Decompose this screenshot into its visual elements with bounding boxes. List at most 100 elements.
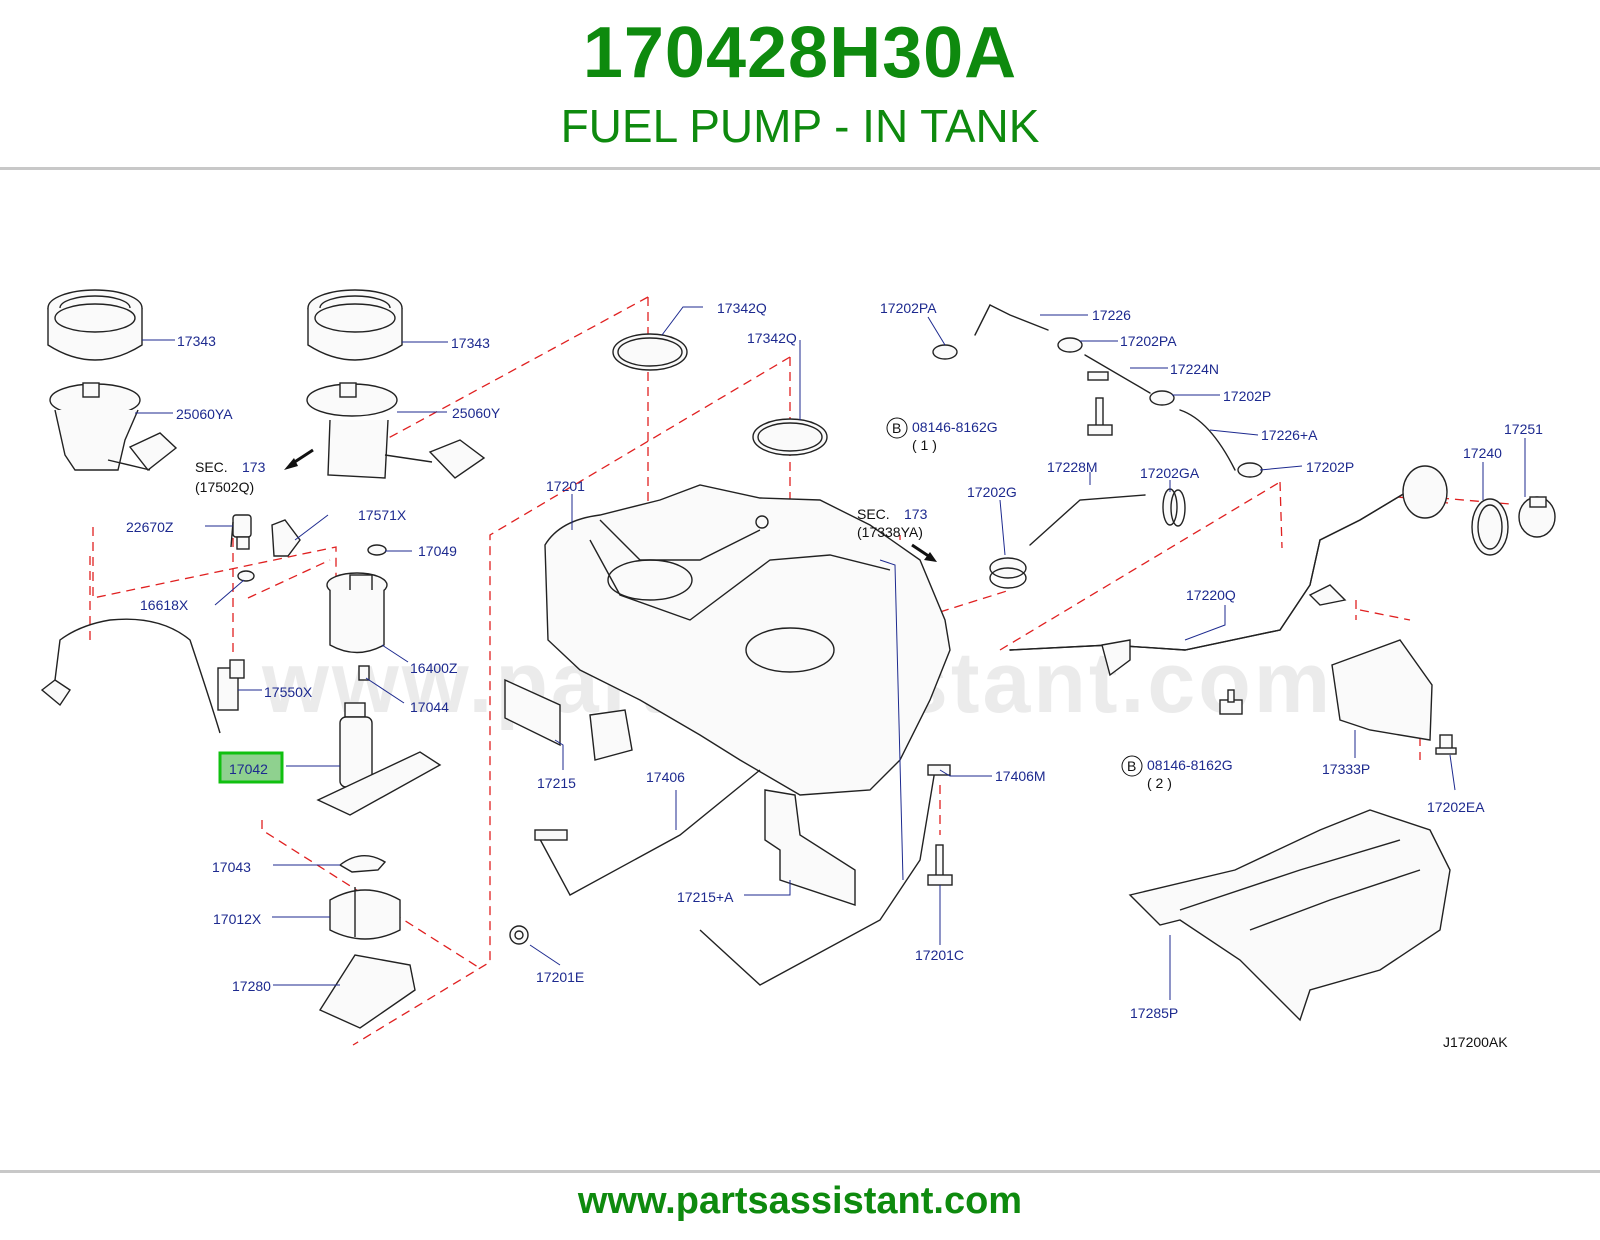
label-22670z: 22670Z [126, 519, 174, 535]
website-url: www.partsassistant.com [577, 1180, 1023, 1222]
vent-hose-17226 [974, 304, 1049, 336]
fuel-pump-17042 [316, 702, 442, 816]
tube-17224n [1084, 354, 1151, 394]
label-17215: 17215 [537, 775, 576, 791]
fuel-level-sender-left [49, 382, 178, 471]
label-17043: 17043 [212, 859, 251, 875]
clamp-17202g [989, 557, 1027, 589]
pressure-regulator [230, 514, 252, 550]
bracket-17012x [329, 887, 401, 940]
label-25060ya: 25060YA [176, 406, 233, 422]
clamp-17202p-a [1149, 390, 1175, 406]
sec-ref-1: (17502Q) [195, 479, 254, 495]
label-17202ga: 17202GA [1140, 465, 1200, 481]
tank-band-17406 [534, 769, 761, 896]
label-17202pa-a: 17202PA [880, 300, 937, 316]
reservoir-17280 [318, 954, 416, 1029]
clamp-17202p-b [1237, 462, 1263, 478]
protector-17215 [504, 678, 633, 761]
footer-divider [0, 1170, 1600, 1173]
hose-17226a [1179, 409, 1236, 471]
sec-number-2: 173 [904, 506, 928, 522]
tank-band-17406m [699, 764, 951, 986]
label-bolt-1-qty: ( 1 ) [912, 437, 937, 453]
label-17049: 17049 [418, 543, 457, 559]
sec-label-2: SEC. [857, 506, 890, 522]
lock-ring-right [307, 289, 403, 361]
label-bolt-1: 08146-8162G [912, 419, 998, 435]
sec-ref-2: (17338YA) [857, 524, 923, 540]
label-16618x: 16618X [140, 597, 189, 613]
hose-17228m [1029, 494, 1146, 546]
callout-b-2-letter: B [1127, 758, 1136, 774]
label-17333p: 17333P [1322, 761, 1370, 777]
label-17042: 17042 [229, 761, 268, 777]
label-17550x: 17550X [264, 684, 313, 700]
bolt-08146-8162g-1 [1087, 371, 1113, 436]
clamp-17202pa-a [932, 344, 958, 360]
packing-17342q-lower [752, 418, 828, 456]
label-17571x: 17571X [358, 507, 407, 523]
nut-17201e [509, 925, 529, 945]
label-17012x: 17012X [213, 911, 262, 927]
heat-insulator-17285p [1128, 809, 1451, 1022]
label-17343-left: 17343 [177, 333, 216, 349]
clip-17571x [271, 519, 301, 557]
sec-number-1: 173 [242, 459, 266, 475]
bolt-17201c [927, 844, 953, 886]
clip-17202ea [1435, 734, 1457, 755]
fuel-level-sender-right [306, 382, 486, 479]
label-17202g: 17202G [967, 484, 1017, 500]
label-17220q: 17220Q [1186, 587, 1236, 603]
label-17202ea: 17202EA [1427, 799, 1485, 815]
sec-label-1: SEC. [195, 459, 228, 475]
fuel-tank-17201 [544, 484, 951, 796]
label-17240: 17240 [1463, 445, 1502, 461]
callout-b-1 [886, 417, 908, 439]
retainer-17043 [338, 855, 387, 873]
label-17251: 17251 [1504, 421, 1543, 437]
label-17343-right: 17343 [451, 335, 490, 351]
o-ring-16618x [237, 570, 255, 582]
label-17228m: 17228M [1047, 459, 1098, 475]
label-17406m: 17406M [995, 768, 1046, 784]
diagram-code: J17200AK [1443, 1034, 1508, 1050]
label-17280: 17280 [232, 978, 271, 994]
callout-b-2 [1121, 755, 1143, 777]
o-ring-17049 [367, 544, 387, 556]
clamp-17202ga [1162, 488, 1186, 527]
label-17406: 17406 [646, 769, 685, 785]
part-description: FUEL PUMP - IN TANK [560, 100, 1040, 152]
packing-17342q-upper [612, 333, 688, 371]
label-16400z: 16400Z [410, 660, 458, 676]
label-17342q-lower: 17342Q [747, 330, 797, 346]
callout-b-1-letter: B [892, 420, 901, 436]
highlight-box-17042 [218, 751, 284, 784]
gasket-17240 [1471, 498, 1509, 556]
label-bolt-2: 08146-8162G [1147, 757, 1233, 773]
header-divider [0, 167, 1600, 170]
clamp-17202pa-b [1057, 337, 1083, 353]
label-17202pa-b: 17202PA [1120, 333, 1177, 349]
bolt-08146-8162g-2 [1219, 689, 1243, 715]
protector-17215a [764, 789, 856, 906]
part-number-title: 170428H30A [582, 13, 1018, 93]
label-17226a: 17226+A [1261, 427, 1318, 443]
label-17342q-upper: 17342Q [717, 300, 767, 316]
screen-17044 [358, 665, 370, 681]
fuel-filter [326, 572, 388, 654]
label-25060y: 25060Y [452, 405, 501, 421]
label-17202p-a: 17202P [1223, 388, 1271, 404]
fuel-hose-17550x [40, 618, 245, 734]
protector-17333p [1331, 639, 1433, 741]
filler-cap-17251 [1518, 496, 1556, 538]
label-17285p: 17285P [1130, 1005, 1178, 1021]
label-17044: 17044 [410, 699, 449, 715]
label-17215a: 17215+A [677, 889, 734, 905]
label-17201c: 17201C [915, 947, 964, 963]
leader-lines [135, 306, 1526, 1000]
lock-ring-left [47, 289, 143, 361]
filler-tube-17220q [1009, 465, 1448, 677]
label-17202p-b: 17202P [1306, 459, 1354, 475]
